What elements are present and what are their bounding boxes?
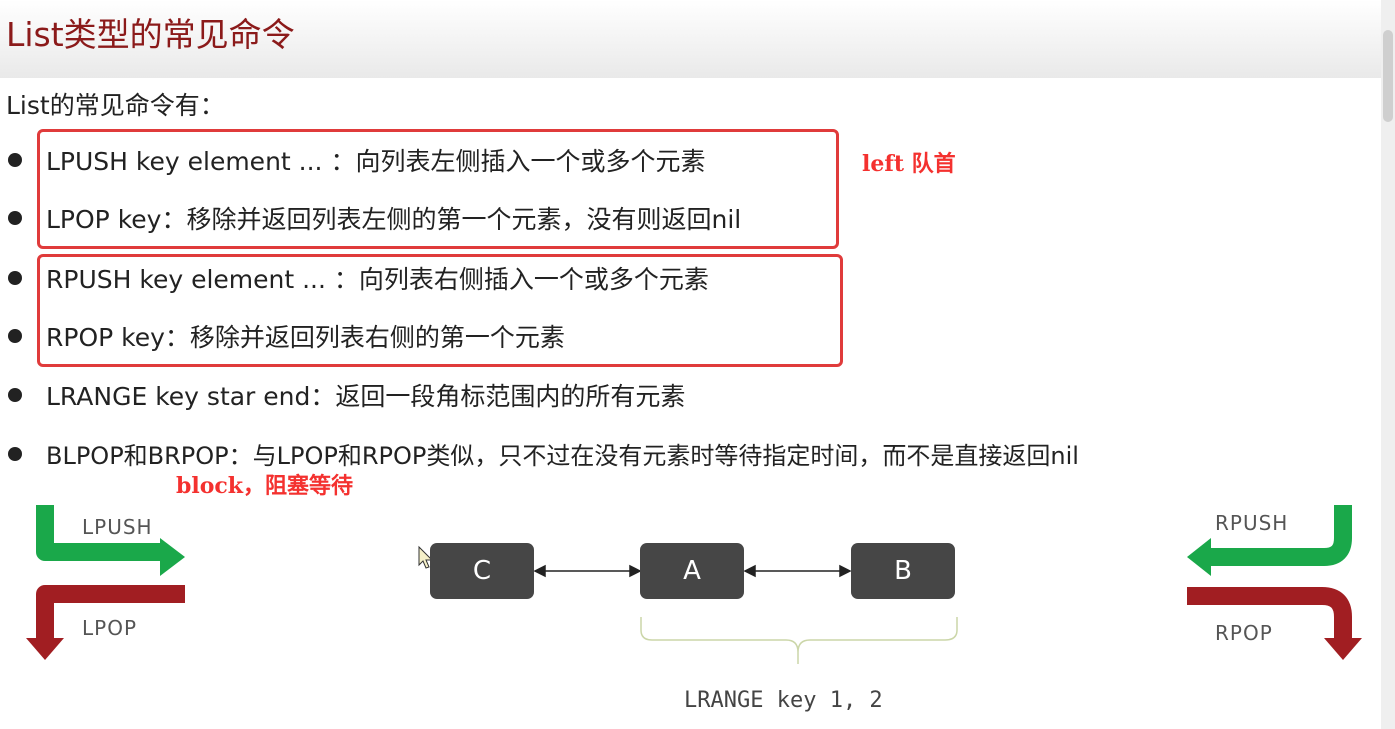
scrollbar-thumb[interactable]	[1383, 30, 1393, 122]
left-commands-highlight-box	[37, 129, 839, 249]
page-title: List类型的常见命令	[6, 15, 295, 54]
rpush-arrow-icon	[1187, 505, 1352, 576]
command-item-rpop: RPOP key：移除并返回列表右侧的第一个元素	[46, 323, 565, 352]
title-band	[0, 0, 1395, 78]
rpop-arrow-icon	[1187, 587, 1362, 660]
list-node-b: B	[851, 543, 955, 599]
annotation-left-head: left 队首	[862, 151, 956, 177]
rpush-label: RPUSH	[1215, 511, 1289, 535]
lpop-label: LPOP	[82, 616, 138, 640]
list-node-c: C	[430, 543, 534, 599]
lpop-arrow-icon	[26, 585, 185, 660]
bullet-icon	[8, 329, 22, 343]
link-c-a-icon	[533, 564, 642, 578]
lpush-arrow-icon	[36, 505, 185, 576]
vertical-scrollbar[interactable]	[1381, 0, 1395, 729]
bullet-icon	[8, 271, 22, 285]
lpush-label: LPUSH	[82, 515, 153, 539]
bullet-icon	[8, 153, 22, 167]
bullet-icon	[8, 211, 22, 225]
rpop-label: RPOP	[1215, 621, 1273, 645]
bullet-icon	[8, 447, 22, 461]
bullet-icon	[8, 388, 22, 402]
command-item-lpush: LPUSH key element ... ：向列表左侧插入一个或多个元素	[46, 147, 706, 176]
list-node-a: A	[640, 543, 744, 599]
annotation-block: block，阻塞等待	[176, 473, 354, 499]
link-a-b-icon	[743, 564, 852, 578]
right-commands-highlight-box	[37, 254, 843, 367]
command-item-blpop-brpop: BLPOP和BRPOP：与LPOP和RPOP类似，只不过在没有元素时等待指定时间…	[46, 442, 1079, 470]
range-brace-icon	[640, 617, 958, 664]
lrange-example-label: LRANGE key 1, 2	[684, 688, 883, 713]
intro-text: List的常见命令有：	[6, 91, 225, 120]
command-item-rpush: RPUSH key element ... ：向列表右侧插入一个或多个元素	[46, 265, 709, 294]
command-item-lrange: LRANGE key star end：返回一段角标范围内的所有元素	[46, 382, 686, 411]
command-item-lpop: LPOP key：移除并返回列表左侧的第一个元素，没有则返回nil	[46, 205, 742, 234]
